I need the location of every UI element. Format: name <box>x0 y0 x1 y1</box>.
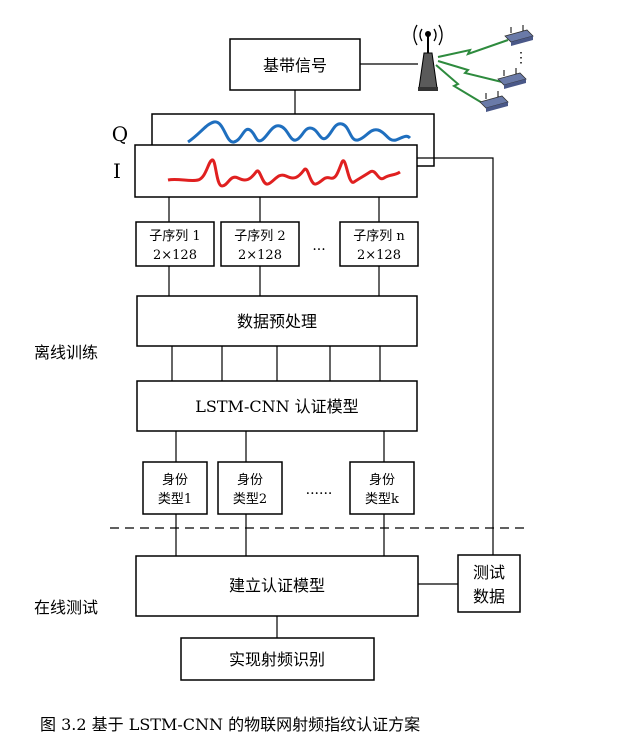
identity-ellipsis: ...... <box>306 482 333 498</box>
iot-device-icon <box>479 91 509 112</box>
iot-device-icon <box>497 68 527 89</box>
build-model-box <box>135 555 419 617</box>
build-model-label: 建立认证模型 <box>229 576 325 595</box>
identity-type-box-2 <box>217 461 283 515</box>
baseband-label: 基带信号 <box>263 56 327 75</box>
identity-label-1: 身份 <box>162 472 188 488</box>
antenna-tower-icon <box>413 24 443 91</box>
offline-phase-label: 离线训练 <box>34 343 98 362</box>
identity-type-box-1 <box>142 461 208 515</box>
subsequence-ellipsis: ... <box>312 238 325 254</box>
realize-box <box>180 637 375 681</box>
online-phase-label: 在线测试 <box>34 598 98 617</box>
subsequence-size-2: 2×128 <box>238 248 282 263</box>
identity-type-1: 类型1 <box>158 492 192 507</box>
wireless-link-icon <box>435 39 509 105</box>
lstm-cnn-model-label: LSTM-CNN 认证模型 <box>195 397 358 416</box>
identity-label-k: 身份 <box>369 472 395 488</box>
subsequence-label-1: 子序列 1 <box>149 229 200 244</box>
lstm-cnn-model-box <box>136 380 418 432</box>
identity-type-2: 类型2 <box>233 492 267 507</box>
test-data-label-1: 测试 <box>473 563 505 582</box>
subsequence-label-n: 子序列 n <box>353 229 405 244</box>
iot-device-icon <box>504 25 534 46</box>
subsequence-box-1 <box>135 221 215 267</box>
i-label: I <box>113 159 121 183</box>
subsequence-size-n: 2×128 <box>357 248 401 263</box>
baseband-box <box>229 38 361 91</box>
figure-caption: 图 3.2 基于 LSTM-CNN 的物联网射频指纹认证方案 <box>40 715 420 734</box>
i-waveform <box>167 158 401 188</box>
realize-label: 实现射频识别 <box>229 650 325 669</box>
subsequence-box-n <box>339 221 419 267</box>
preprocess-label: 数据预处理 <box>237 312 317 331</box>
subsequence-size-1: 2×128 <box>153 248 197 263</box>
subsequence-label-2: 子序列 2 <box>234 229 285 244</box>
q-waveform <box>187 120 412 144</box>
identity-label-2: 身份 <box>237 472 263 488</box>
test-data-label-2: 数据 <box>473 587 505 606</box>
identity-type-box-k <box>349 461 415 515</box>
identity-type-k: 类型k <box>365 492 399 507</box>
device-dots: ⋮ <box>514 50 528 66</box>
test-data-route <box>417 157 494 555</box>
q-label: Q <box>112 122 128 146</box>
test-data-box <box>457 554 521 613</box>
